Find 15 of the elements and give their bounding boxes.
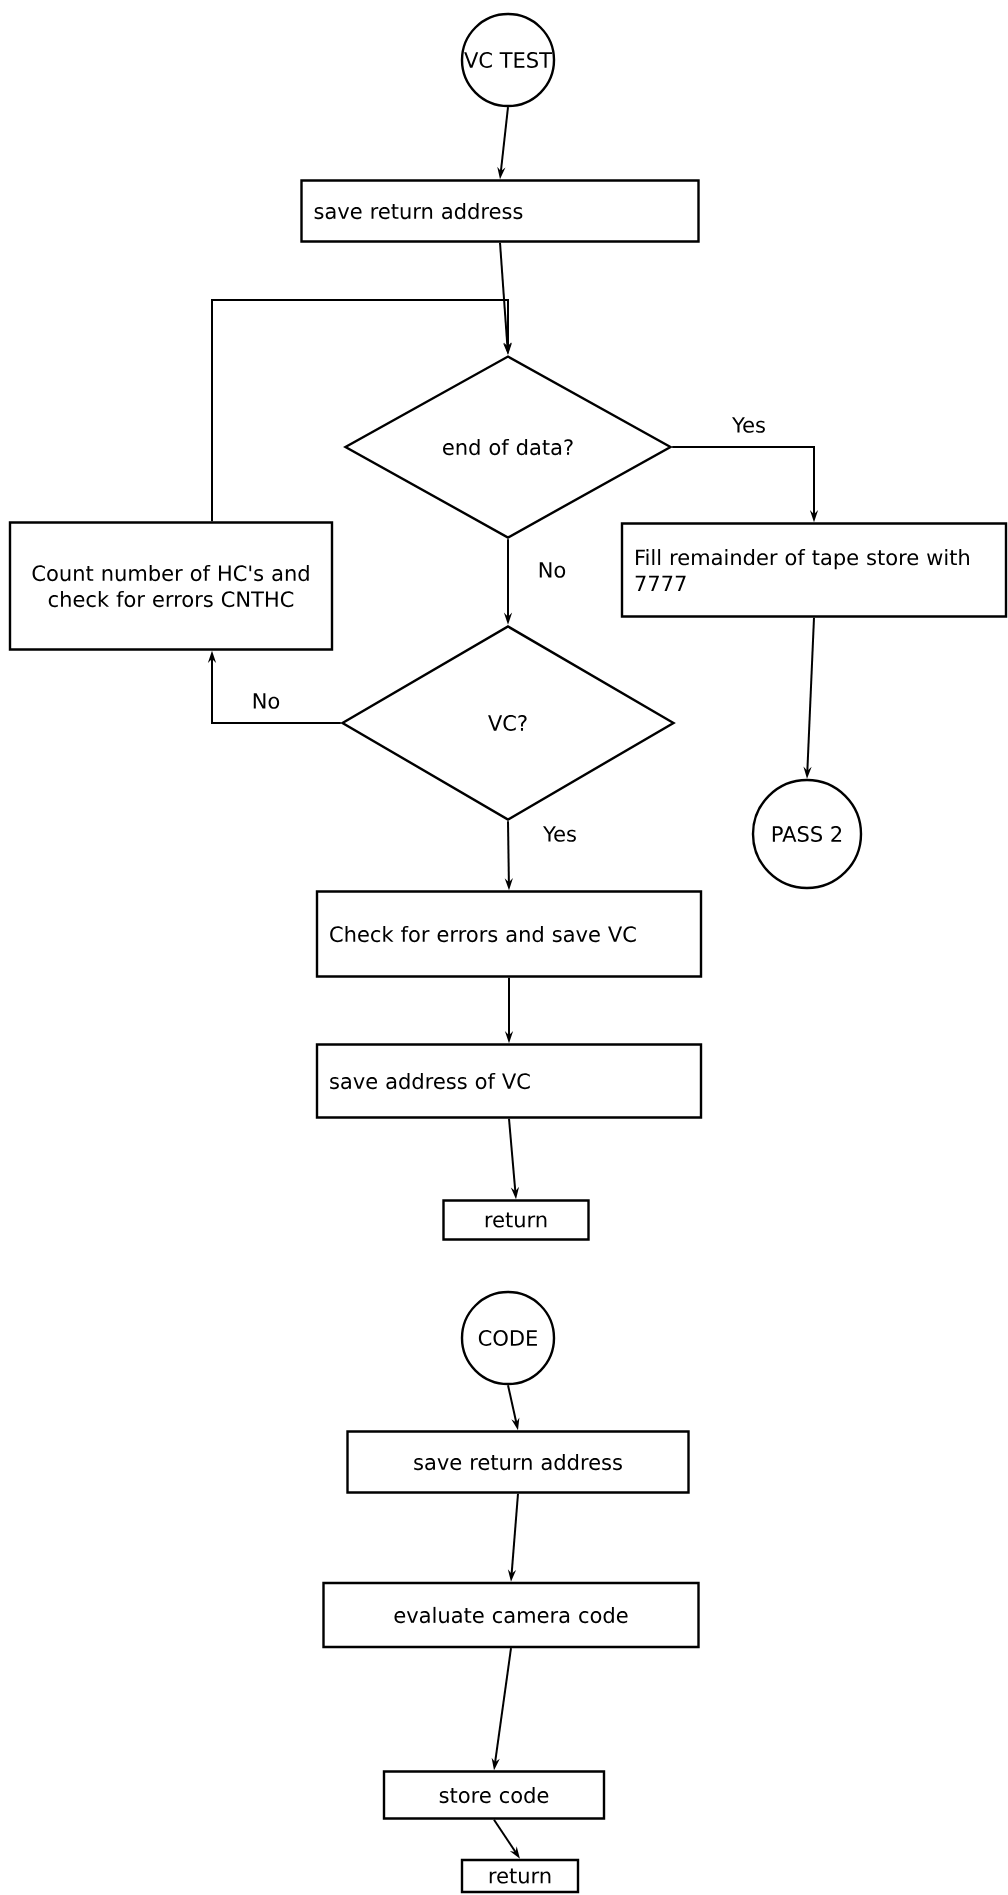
process-box: save address of VC — [315, 1043, 703, 1119]
process-box: save return address — [300, 179, 700, 243]
arrow — [211, 299, 513, 523]
process-box: store code — [382, 1770, 606, 1820]
process-box: save return address — [346, 1430, 690, 1494]
edge-label: Yes — [541, 824, 579, 844]
process-box: evaluate camera code — [322, 1581, 700, 1649]
process-box: return — [460, 1858, 580, 1894]
edge-label: No — [249, 691, 283, 711]
edge-label: No — [535, 560, 569, 580]
process-box: Count number of HC's and check for errors CNTHC — [8, 521, 334, 651]
edge-label: Yes — [730, 415, 768, 435]
process-box: Check for errors and save VC — [315, 890, 703, 978]
process-box: return — [442, 1199, 590, 1241]
process-box: Fill remainder of tape store with 7777 — [620, 522, 1008, 618]
